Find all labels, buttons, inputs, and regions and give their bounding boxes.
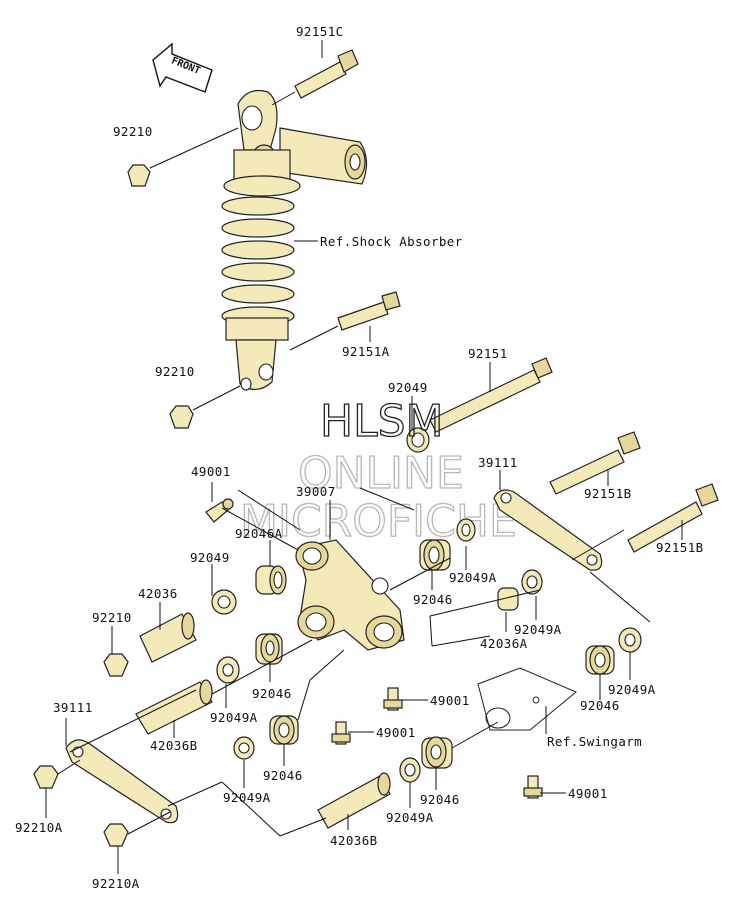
seal-92049-top [406, 427, 430, 453]
grease-fitting-49001-center [383, 687, 403, 711]
nut-92210-mid [169, 405, 194, 429]
label-92049a-center: 92049A [210, 710, 258, 725]
watermark-line1: HLSM [320, 396, 444, 447]
bearing-92046-mid-left [255, 633, 283, 665]
seal-92049a-upper-right [456, 518, 476, 542]
label-42036a: 42036A [480, 636, 528, 651]
label-42036b-bottom: 42036B [330, 833, 378, 848]
bearing-92046-far-right [585, 645, 615, 675]
label-92049a-far-right: 92049A [608, 682, 656, 697]
bearing-92046a [255, 565, 287, 595]
label-92046-lower-left: 92046 [263, 768, 303, 783]
label-92210a-lower: 92210A [92, 876, 140, 891]
label-92151b-upper: 92151B [584, 486, 632, 501]
label-92151c: 92151C [296, 24, 344, 39]
label-42036b-left: 42036B [150, 738, 198, 753]
nut-92210a-lower [103, 823, 129, 847]
bolt-92151c [294, 49, 359, 99]
label-92151: 92151 [468, 346, 508, 361]
label-92049-left: 92049 [190, 550, 230, 565]
sleeve-42036b-bottom [317, 772, 391, 829]
grease-fitting-49001-lower [331, 721, 351, 745]
label-ref-shock-absorber: Ref.Shock Absorber [320, 234, 463, 249]
sleeve-42036 [139, 612, 197, 663]
label-92210a-upper: 92210A [15, 820, 63, 835]
label-92049a-upper-right: 92049A [449, 570, 497, 585]
seal-92049-left [211, 589, 237, 615]
sleeve-42036b-left [135, 679, 213, 735]
swingarm-reference [477, 667, 577, 731]
label-92151b-lower: 92151B [656, 540, 704, 555]
label-92151a: 92151A [342, 344, 390, 359]
label-ref-swingarm: Ref.Swingarm [547, 734, 642, 749]
label-42036: 42036 [138, 586, 178, 601]
label-92210-top: 92210 [113, 124, 153, 139]
watermark-line2: ONLINE [298, 448, 464, 499]
label-49001-right: 49001 [568, 786, 608, 801]
grease-fitting-49001-left [205, 498, 234, 523]
label-92046-center-top: 92046 [413, 592, 453, 607]
label-92210-left: 92210 [92, 610, 132, 625]
sleeve-42036a [497, 587, 519, 611]
bolt-92151b-lower [627, 483, 719, 553]
label-92046a: 92046A [235, 526, 283, 541]
part-labels: 92151C 92210 Ref.Shock Absorber 92151A 9… [15, 24, 704, 891]
link-39111-left [65, 739, 179, 824]
seal-92049a-center [216, 656, 240, 684]
nut-92210-left [103, 653, 129, 677]
label-49001-lower: 49001 [376, 725, 416, 740]
bearing-92046-center-top [419, 539, 451, 571]
seal-92049a-far-right [618, 627, 642, 653]
bearing-92046-lower-left [269, 715, 299, 745]
label-39007: 39007 [296, 484, 336, 499]
watermark: HLSM ONLINE MICROFICHE [239, 395, 517, 547]
label-49001-center: 49001 [430, 693, 470, 708]
bolt-92151b-upper [549, 431, 641, 495]
front-arrow-icon: FRONT [152, 42, 213, 93]
rocker-arm-39007 [295, 539, 405, 651]
grease-fitting-49001-right [523, 775, 543, 799]
shock-absorber [221, 89, 368, 391]
link-39111-right [493, 489, 603, 571]
label-39111-left: 39111 [53, 700, 93, 715]
label-49001-left: 49001 [191, 464, 231, 479]
label-92046-lower-right: 92046 [420, 792, 460, 807]
label-92049a-lower-right: 92049A [386, 810, 434, 825]
nut-92210a-upper [33, 765, 59, 789]
label-92049a-lower-left: 92049A [223, 790, 271, 805]
seal-92049a-lower-right [399, 757, 421, 783]
nut-92210-top [127, 164, 151, 187]
label-92049a-right: 92049A [514, 622, 562, 637]
bolt-92151a [337, 291, 401, 331]
label-92210-mid: 92210 [155, 364, 195, 379]
leader-lines [45, 40, 683, 874]
label-39111-right: 39111 [478, 455, 518, 470]
bolt-92151 [429, 357, 553, 433]
bearing-92046-lower-right [421, 736, 453, 769]
seal-92049a-lower-left [233, 736, 255, 760]
label-92046-mid-left: 92046 [252, 686, 292, 701]
label-92046-far-right: 92046 [580, 698, 620, 713]
label-92049-top: 92049 [388, 380, 428, 395]
seal-92049a-right [521, 569, 543, 595]
